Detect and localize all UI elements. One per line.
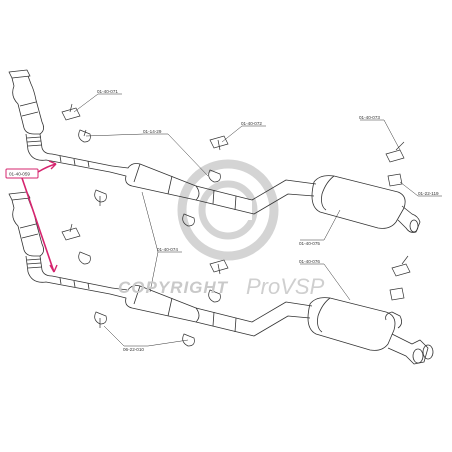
highlight-arrow-upper <box>37 163 57 173</box>
part-label-01-40-072: 01-40-072 <box>241 121 262 126</box>
upper-hangers <box>61 103 405 227</box>
highlight-arrow-lower <box>21 177 55 273</box>
leader-lines <box>73 93 442 347</box>
part-label-01-22-119: 01-22-119 <box>418 191 439 196</box>
part-label-01-40-071: 01-40-071 <box>97 89 118 94</box>
part-label-01-40-075: 01-40-075 <box>299 241 320 246</box>
watermark-logo <box>177 159 279 261</box>
lower-exhaust-system <box>8 191 434 365</box>
highlight-callout <box>5 160 58 273</box>
upper-exhaust-system <box>8 69 421 233</box>
part-label-01-14-29: 01-14-29 <box>143 129 162 134</box>
part-label-01-40-076: 01-40-076 <box>299 259 320 264</box>
lower-hangers <box>61 223 411 347</box>
watermark-copyright: COPYRIGHT <box>118 278 229 297</box>
part-label-01-40-073: 01-40-073 <box>359 115 380 120</box>
watermark-brand: ProVSP <box>246 274 325 299</box>
part-label-06-22-010: 06-22-010 <box>123 347 144 352</box>
part-label-01-40-059: 01-40-059 <box>9 172 30 177</box>
part-label-01-40-074: 01-40-074 <box>157 247 178 252</box>
